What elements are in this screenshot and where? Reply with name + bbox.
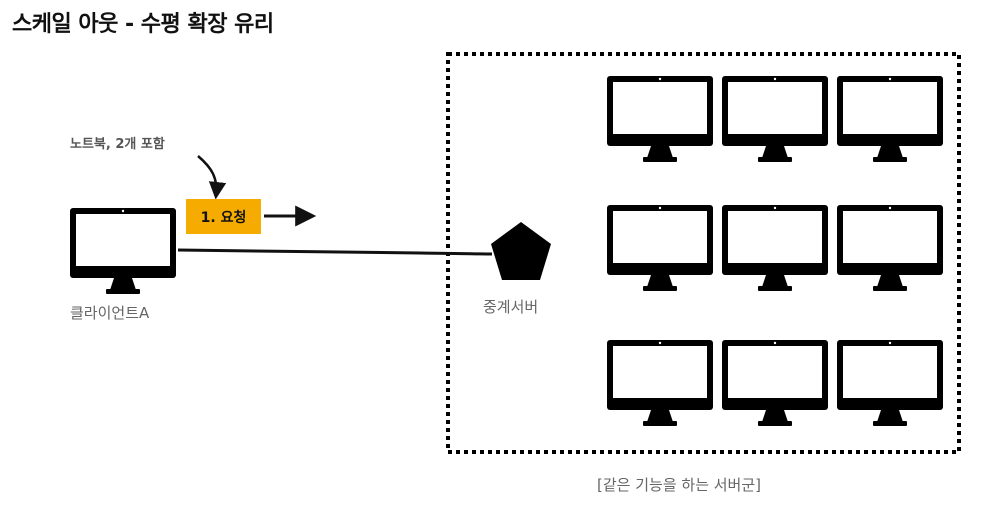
connection-line [177, 248, 493, 256]
server-monitor-icon [837, 340, 943, 426]
client-label: 클라이언트A [70, 304, 150, 322]
server-monitor-icon [607, 76, 713, 162]
client-monitor-icon [70, 208, 176, 294]
server-monitor-icon [837, 205, 943, 291]
note-label: 노트북, 2개 포함 [70, 137, 165, 152]
note-arrow [197, 155, 227, 200]
server-monitor-icon [722, 76, 828, 162]
request-badge: 1. 요청 [186, 199, 261, 234]
server-group-label: [같은 기능을 하는 서버군] [597, 476, 762, 494]
server-monitor-icon [722, 205, 828, 291]
server-monitor-icon [722, 340, 828, 426]
page-title: 스케일 아웃 - 수평 확장 유리 [12, 12, 274, 37]
server-monitor-icon [607, 340, 713, 426]
relay-label: 중계서버 [483, 298, 539, 316]
server-monitor-icon [607, 205, 713, 291]
server-monitor-icon [837, 76, 943, 162]
relay-pentagon-icon [491, 222, 551, 280]
